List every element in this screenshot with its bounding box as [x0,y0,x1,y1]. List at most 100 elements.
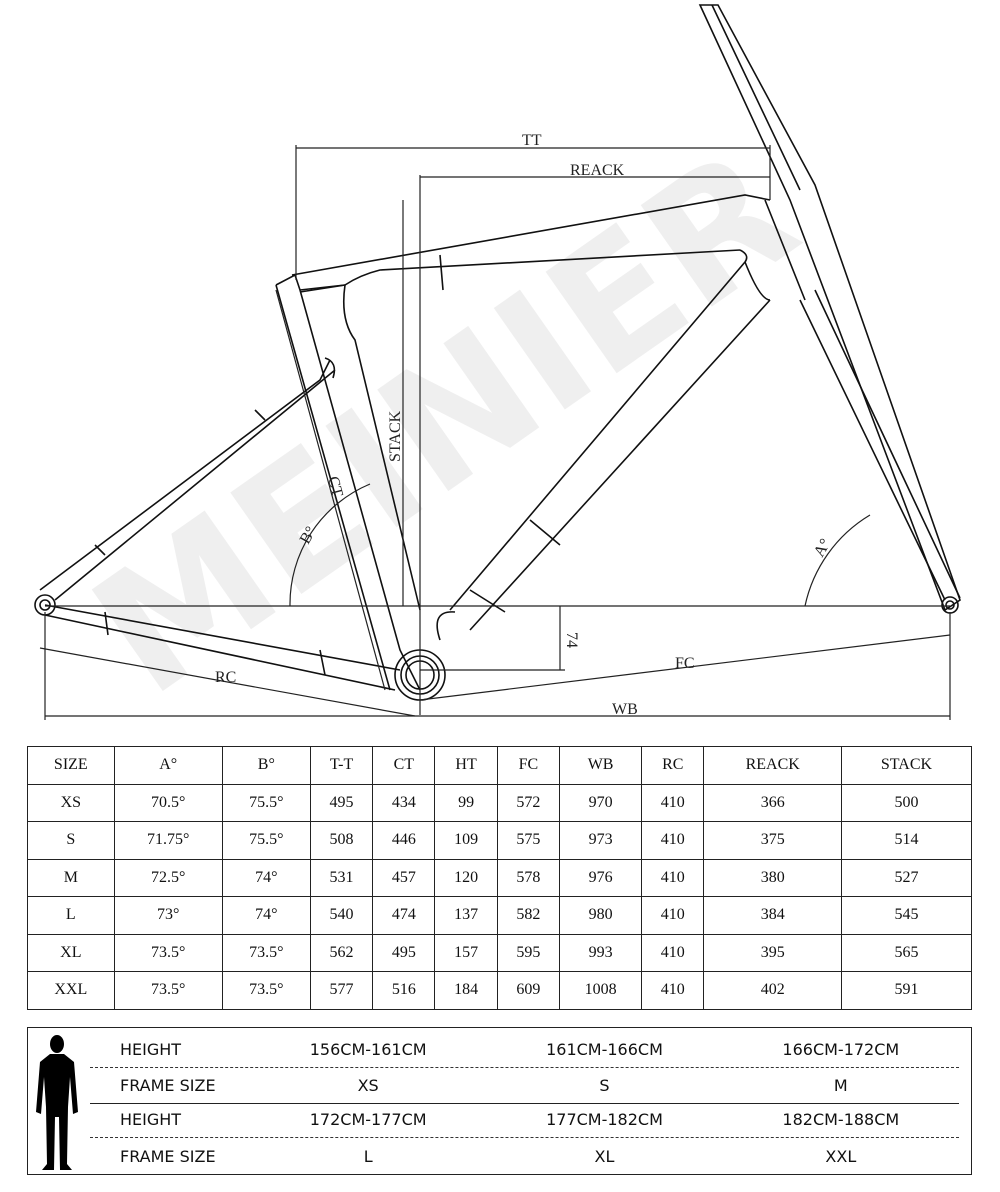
table-cell: 380 [703,858,842,897]
table-cell: 516 [372,971,436,1010]
table-cell: 495 [309,783,374,822]
table-cell: 457 [372,858,436,897]
table-cell: 562 [309,933,374,972]
person-silhouette-icon [36,1035,78,1170]
table-cell: 508 [309,821,374,860]
column-header: CT [372,746,436,785]
table-cell: 495 [372,933,436,972]
size-value: M [833,1075,848,1095]
column-header: SIZE [27,746,115,785]
table-cell: 73° [113,896,223,935]
table-cell: 410 [641,971,705,1010]
size-value: 172CM-177CM [309,1109,427,1129]
table-cell: 109 [434,821,498,860]
table-cell: 970 [558,783,643,822]
label-ct: CT [324,475,346,499]
table-cell: 565 [841,933,972,972]
size-value: XS [357,1075,379,1095]
table-cell: 70.5° [113,783,223,822]
label-reack: REACK [570,162,625,179]
table-cell: 531 [309,858,374,897]
table-cell: M [27,858,115,897]
table-cell: 1008 [558,971,643,1010]
table-cell: 73.5° [113,933,223,972]
table-cell: 578 [496,858,560,897]
label-b-angle: B° [297,524,320,547]
table-cell: 402 [703,971,842,1010]
table-cell: 595 [496,933,560,972]
column-header: REACK [703,746,842,785]
table-cell: 973 [558,821,643,860]
table-cell: 540 [309,896,374,935]
table-cell: 73.5° [221,933,311,972]
size-value: 161CM-166CM [546,1039,663,1059]
table-cell: 366 [703,783,842,822]
size-value: S [599,1075,610,1095]
table-cell: 582 [496,896,560,935]
label-fc: FC [675,655,695,672]
table-cell: XL [27,933,115,972]
table-cell: 99 [434,783,498,822]
table-cell: 375 [703,821,842,860]
table-cell: 72.5° [113,858,223,897]
table-cell: 410 [641,783,705,822]
table-cell: 410 [641,858,705,897]
table-cell: 410 [641,821,705,860]
table-cell: 74° [221,896,311,935]
table-cell: 410 [641,933,705,972]
table-cell: 474 [372,896,436,935]
size-value: 156CM-161CM [309,1039,427,1059]
table-cell: 75.5° [221,783,311,822]
table-cell: 976 [558,858,643,897]
table-cell: 384 [703,896,842,935]
size-value: 182CM-188CM [782,1109,900,1129]
table-cell: 591 [841,971,972,1010]
size-value: XXL [825,1146,857,1166]
label-wb: WB [612,701,638,718]
table-cell: 500 [841,783,972,822]
row-label: HEIGHT [120,1109,182,1129]
label-rc: RC [215,669,236,686]
column-header: FC [496,746,560,785]
table-cell: 74° [221,858,311,897]
table-cell: 75.5° [221,821,311,860]
column-header: STACK [841,746,972,785]
table-cell: 137 [434,896,498,935]
table-cell: L [27,896,115,935]
table-cell: S [27,821,115,860]
label-stack: STACK [387,410,404,462]
table-cell: 993 [558,933,643,972]
table-cell: 545 [841,896,972,935]
table-cell: 73.5° [113,971,223,1010]
column-header: RC [641,746,705,785]
table-cell: 73.5° [221,971,311,1010]
table-cell: 609 [496,971,560,1010]
table-cell: 395 [703,933,842,972]
table-cell: 514 [841,821,972,860]
table-cell: 410 [641,896,705,935]
table-cell: 577 [309,971,374,1010]
size-value: 177CM-182CM [546,1109,663,1129]
table-cell: 575 [496,821,560,860]
row-label: FRAME SIZE [120,1146,216,1166]
column-header: HT [434,746,498,785]
table-cell: XXL [27,971,115,1010]
column-header: A° [113,746,223,785]
label-a-angle: A° [811,536,835,560]
table-cell: 572 [496,783,560,822]
table-cell: XS [27,783,115,822]
table-cell: 157 [434,933,498,972]
label-bb-drop: 74 [563,632,580,648]
size-value: L [363,1146,373,1166]
table-cell: 980 [558,896,643,935]
table-cell: 434 [372,783,436,822]
